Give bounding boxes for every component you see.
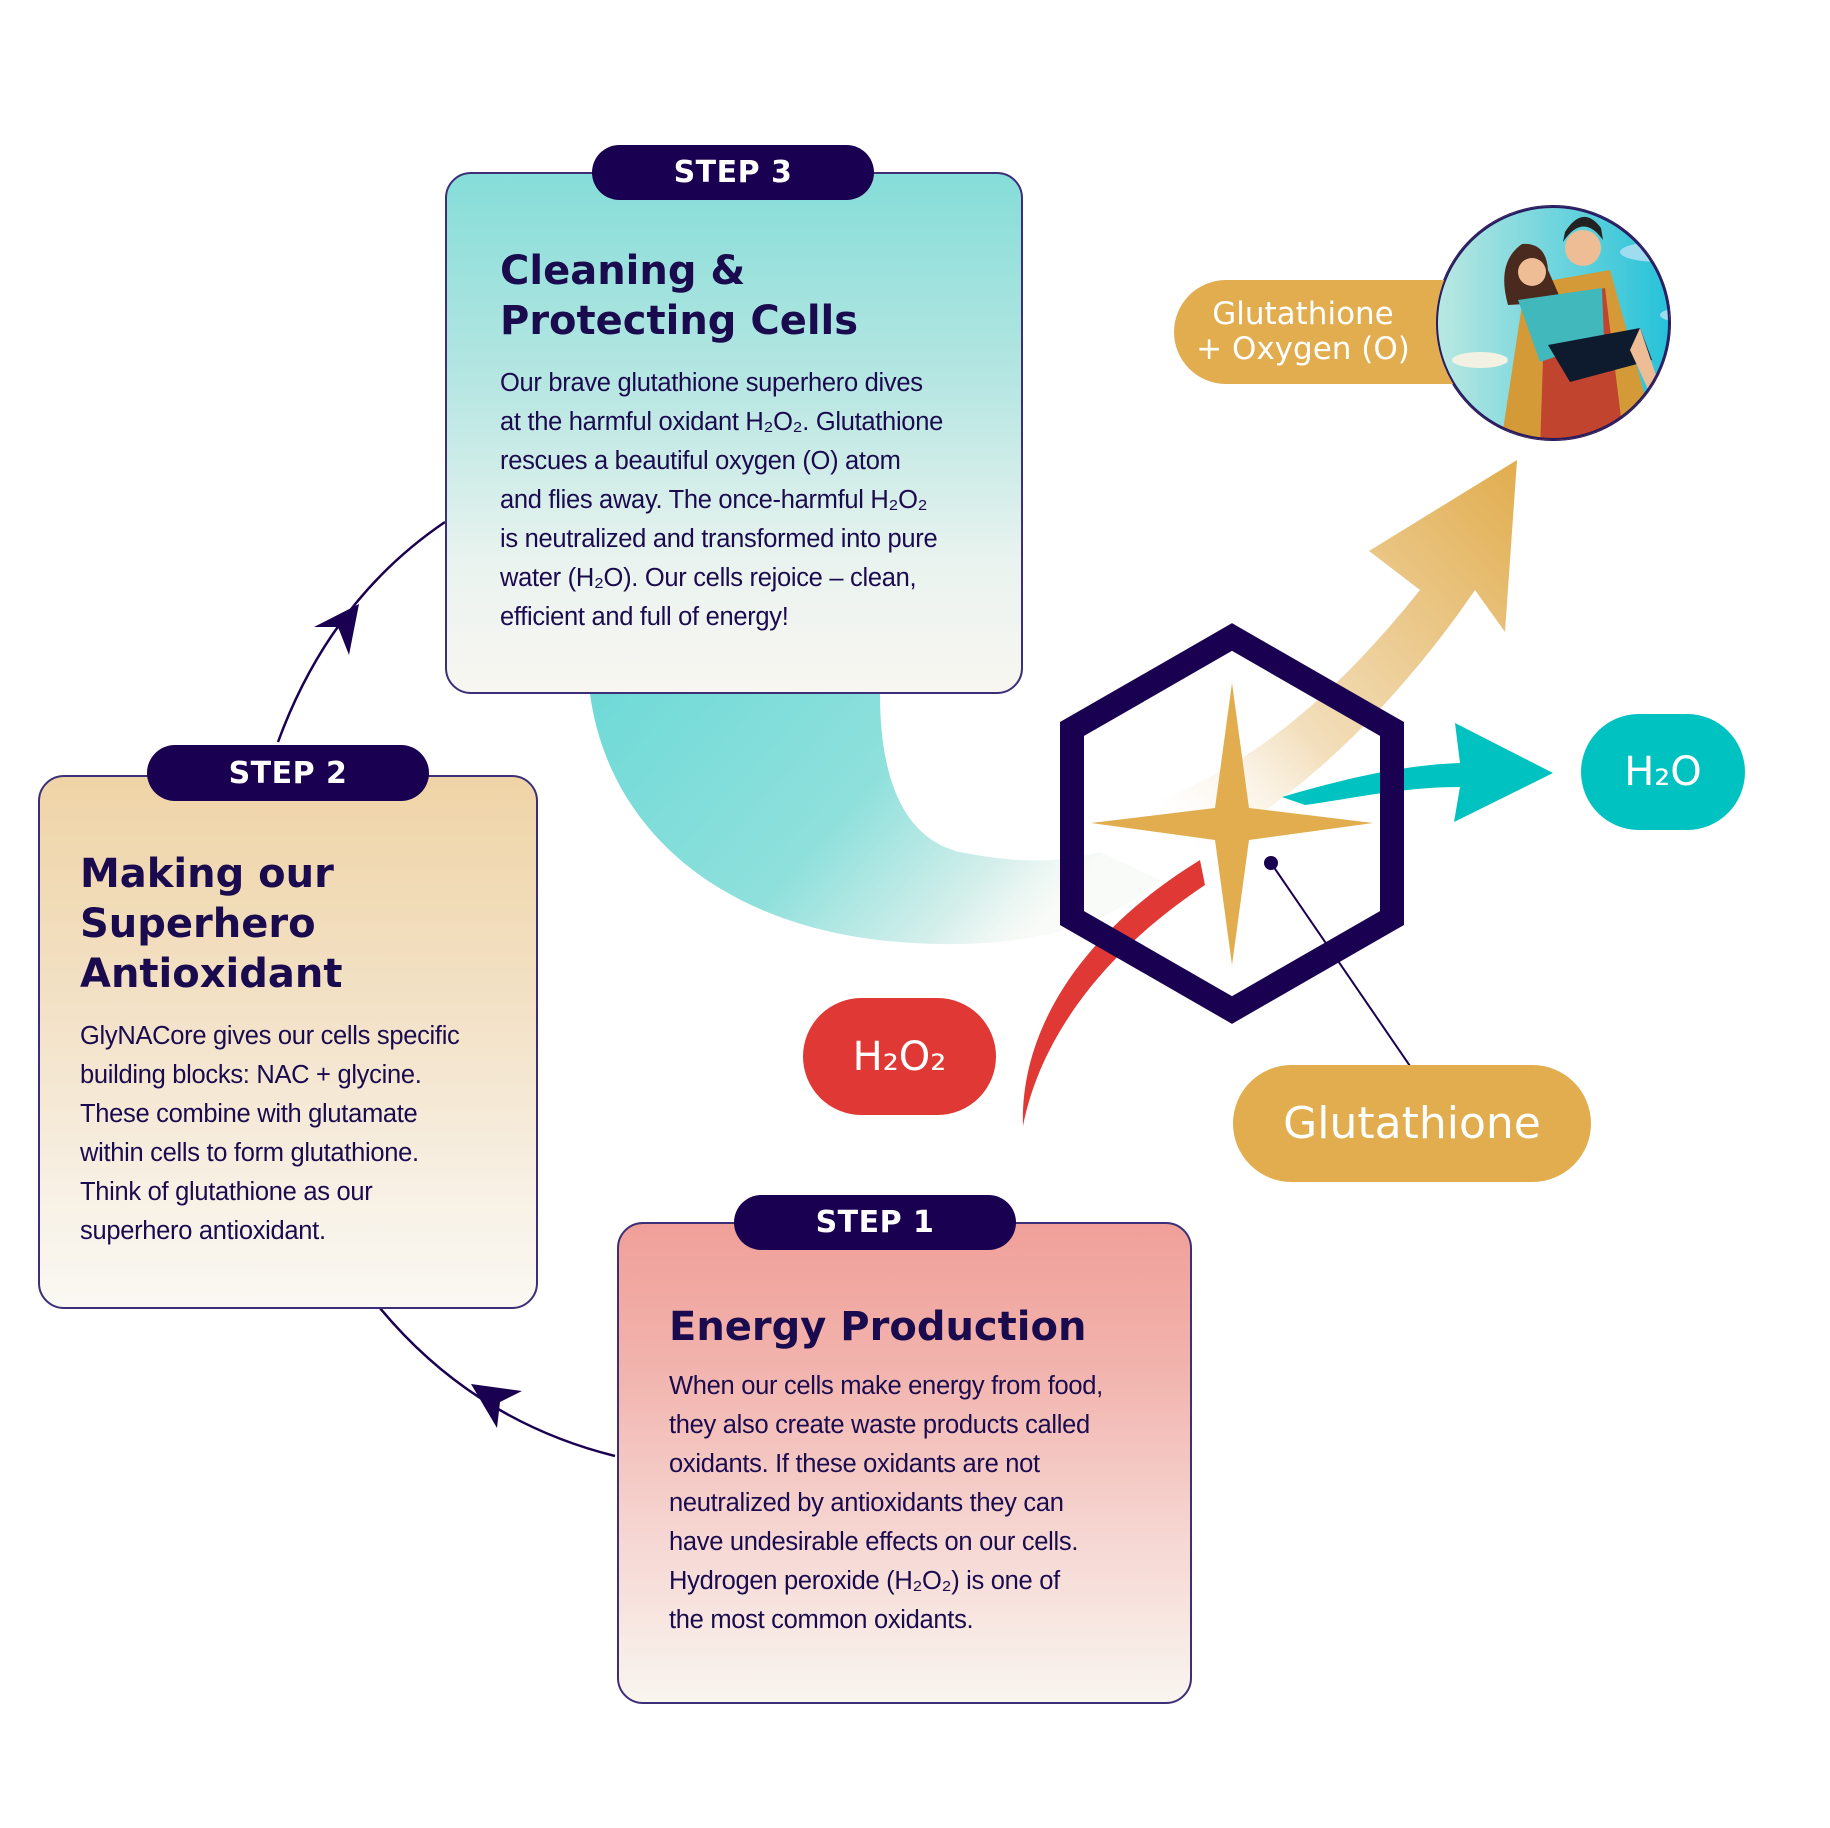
glutathione-pointer-line xyxy=(1270,862,1411,1067)
step-3-body: Our brave glutathione superhero dives at… xyxy=(500,364,943,637)
step-2-body-line: within cells to form glutathione. xyxy=(80,1139,419,1167)
step-2-body-line: GlyNACore gives our cells specific xyxy=(80,1022,460,1050)
h2o-label: H₂O xyxy=(1581,714,1745,830)
step-1-body-line: neutralized by antioxidants they can xyxy=(669,1489,1064,1517)
step-3-title-line: Cleaning & xyxy=(500,248,746,294)
hexagon-molecule-icon xyxy=(1060,623,1404,1024)
step-1-body-line: When our cells make energy from food, xyxy=(669,1372,1103,1400)
step-2-title-line: Antioxidant xyxy=(80,951,343,997)
glutathione-oxygen-label: Glutathione + Oxygen (O) xyxy=(1174,280,1474,384)
step-2-body-line: Think of glutathione as our xyxy=(80,1178,373,1206)
step-1-body-line: they also create waste products called xyxy=(669,1411,1090,1439)
step-2-title-line: Making our xyxy=(80,851,334,897)
step-2-title: Making our Superhero Antioxidant xyxy=(80,849,342,999)
step-2-title-line: Superhero xyxy=(80,901,316,947)
step-2-card: Making our Superhero Antioxidant GlyNACo… xyxy=(38,775,538,1309)
step-3-body-line: and flies away. The once-harmful H₂O₂ xyxy=(500,486,928,514)
step-1-body: When our cells make energy from food, th… xyxy=(669,1367,1103,1640)
glutathione-pointer-dot xyxy=(1264,856,1278,870)
step-1-title: Energy Production xyxy=(669,1302,1086,1352)
step-2-badge: STEP 2 xyxy=(147,745,429,801)
step-1-badge: STEP 1 xyxy=(734,1195,1016,1250)
step-2-body-line: building blocks: NAC + glycine. xyxy=(80,1061,422,1089)
step-3-card: Cleaning & Protecting Cells Our brave gl… xyxy=(445,172,1023,694)
glutathione-oxygen-line: + Oxygen (O) xyxy=(1196,331,1410,367)
step-3-title: Cleaning & Protecting Cells xyxy=(500,246,858,346)
step-3-body-line: is neutralized and transformed into pure xyxy=(500,525,938,553)
step-1-body-line: oxidants. If these oxidants are not xyxy=(669,1450,1040,1478)
gold-arrow xyxy=(1160,460,1517,850)
step-3-body-line: water (H₂O). Our cells rejoice – clean, xyxy=(500,564,917,592)
step-2-body: GlyNACore gives our cells specific build… xyxy=(80,1017,460,1251)
cycle-arrowhead-up xyxy=(314,604,359,655)
h2o2-label: H₂O₂ xyxy=(803,998,996,1115)
step-1-card: Energy Production When our cells make en… xyxy=(617,1222,1192,1704)
step-3-body-line: efficient and full of energy! xyxy=(500,603,789,631)
superhero-circle-overlay xyxy=(1436,206,1670,440)
step-2-body-line: superhero antioxidant. xyxy=(80,1217,326,1245)
step-1-body-line: Hydrogen peroxide (H₂O₂) is one of xyxy=(669,1567,1060,1595)
teal-swoosh xyxy=(590,694,1160,945)
step-3-body-line: rescues a beautiful oxygen (O) atom xyxy=(500,447,901,475)
superhero-rescue-illustration xyxy=(1436,206,1670,440)
step-1-body-line: the most common oxidants. xyxy=(669,1606,974,1634)
cycle-arc-2-to-3 xyxy=(276,520,446,743)
red-arc xyxy=(1022,860,1205,1126)
step-2-body-line: These combine with glutamate xyxy=(80,1100,418,1128)
step-3-body-line: at the harmful oxidant H₂O₂. Glutathione xyxy=(500,408,943,436)
step-3-body-line: Our brave glutathione superhero dives xyxy=(500,369,923,397)
cycle-arc-1-to-2 xyxy=(374,1301,616,1458)
glutathione-oxygen-line: Glutathione xyxy=(1212,296,1394,332)
step-1-body-line: have undesirable effects on our cells. xyxy=(669,1528,1079,1556)
step-3-title-line: Protecting Cells xyxy=(500,298,859,344)
teal-arrow xyxy=(1282,723,1553,822)
step-1-title-line: Energy Production xyxy=(669,1304,1087,1350)
glutathione-label: Glutathione xyxy=(1233,1065,1591,1182)
step-3-badge: STEP 3 xyxy=(592,145,874,200)
four-point-star-icon xyxy=(1091,683,1373,965)
cycle-arrowhead-left xyxy=(471,1384,522,1428)
